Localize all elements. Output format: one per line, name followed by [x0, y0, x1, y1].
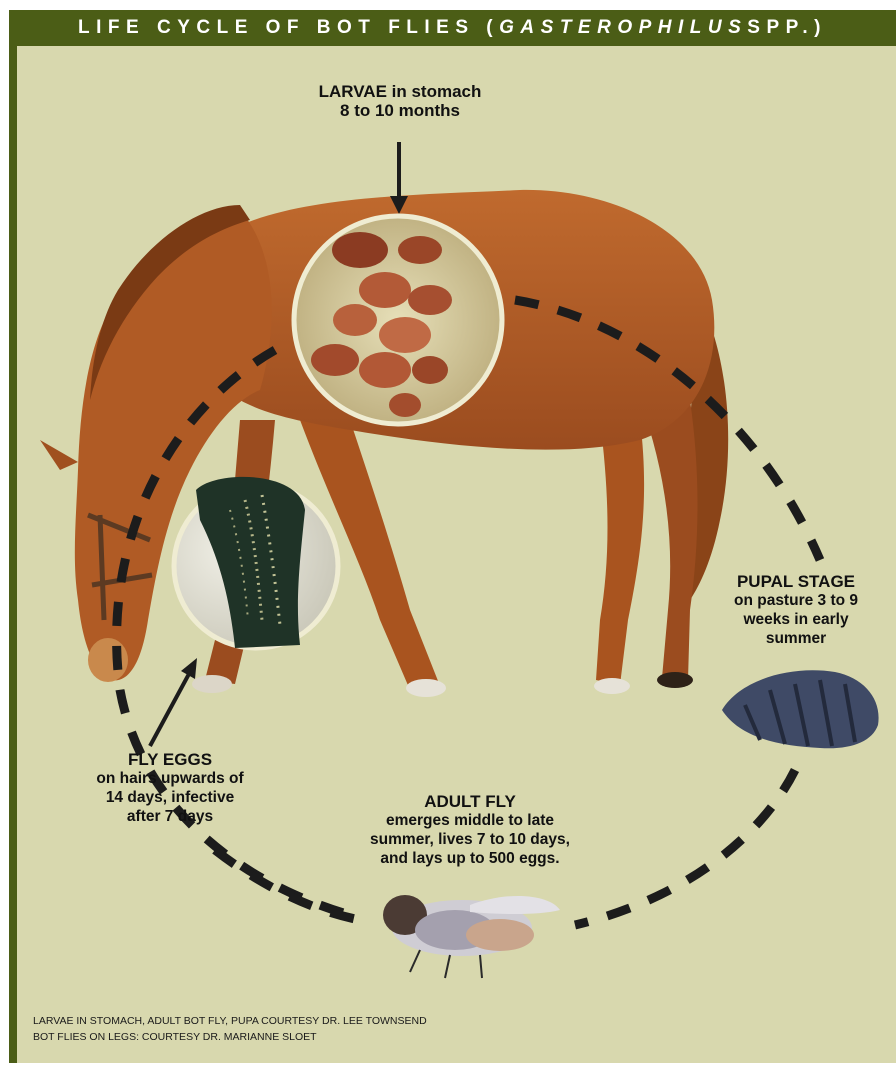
adult-fly-photo — [383, 895, 560, 978]
adult-label: ADULT FLY emerges middle to late summer,… — [335, 792, 605, 868]
adult-line4: and lays up to 500 eggs. — [335, 849, 605, 868]
photo-credits: LARVAE IN STOMACH, ADULT BOT FLY, PUPA C… — [33, 1013, 427, 1045]
credits-line2: BOT FLIES ON LEGS: COURTESY DR. MARIANNE… — [33, 1029, 427, 1045]
arrow-to-eggs — [150, 658, 197, 746]
larvae-title: LARVAE in stomach — [290, 82, 510, 101]
pupa-photo — [722, 670, 879, 748]
pupal-line2: on pasture 3 to 9 — [706, 591, 886, 610]
pupal-line3: weeks in early — [706, 610, 886, 629]
larvae-detail: 8 to 10 months — [290, 101, 510, 120]
larvae-photo — [294, 216, 502, 424]
eggs-on-leg-photo — [174, 477, 338, 648]
eggs-line2: on hairs upwards of — [70, 769, 270, 788]
eggs-label: FLY EGGS on hairs upwards of 14 days, in… — [70, 750, 270, 826]
adult-title: ADULT FLY — [335, 792, 605, 811]
pupal-title: PUPAL STAGE — [706, 572, 886, 591]
adult-line3: summer, lives 7 to 10 days, — [335, 830, 605, 849]
eggs-title: FLY EGGS — [70, 750, 270, 769]
pupal-line4: summer — [706, 629, 886, 648]
pupal-label: PUPAL STAGE on pasture 3 to 9 weeks in e… — [706, 572, 886, 648]
larvae-label: LARVAE in stomach 8 to 10 months — [290, 82, 510, 120]
adult-line2: emerges middle to late — [335, 811, 605, 830]
credits-line1: LARVAE IN STOMACH, ADULT BOT FLY, PUPA C… — [33, 1013, 427, 1029]
eggs-line3: 14 days, infective — [70, 788, 270, 807]
eggs-line4: after 7 days — [70, 807, 270, 826]
